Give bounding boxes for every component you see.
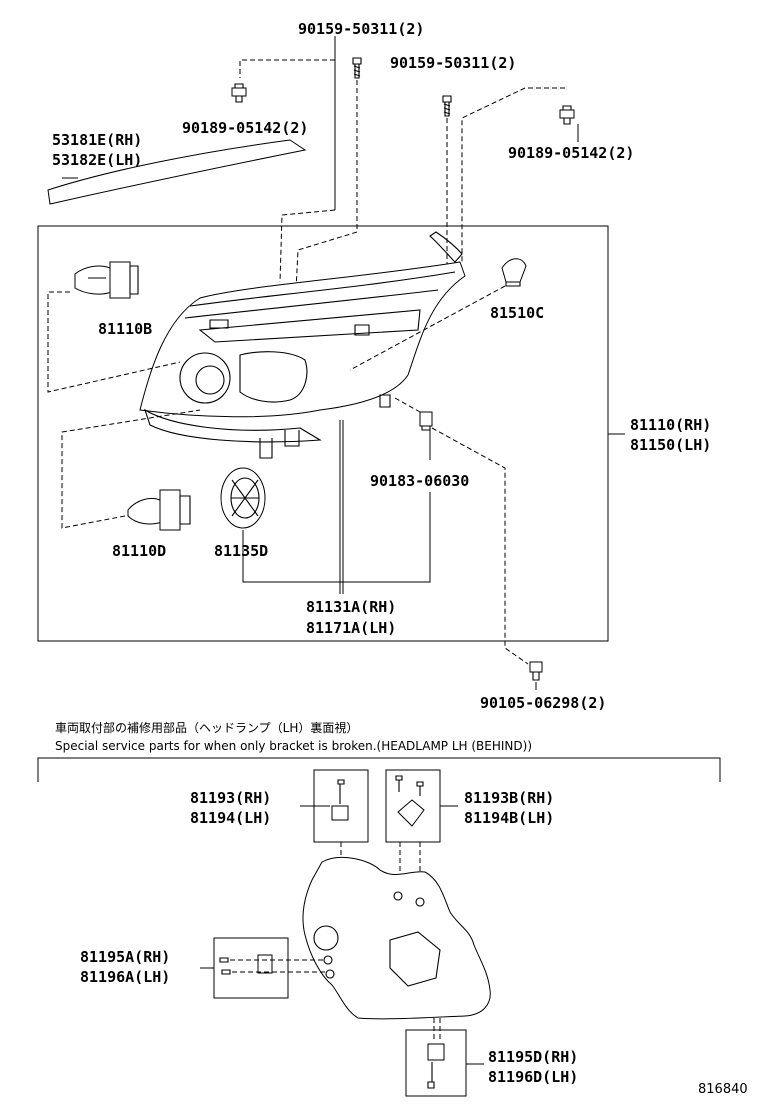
- label-garnish-lh: 53182E(LH): [52, 151, 142, 169]
- dash-bolt-bottom: [431, 427, 529, 665]
- label-bulb-d: 81110D: [112, 542, 166, 560]
- label-headlamp-lh: 81150(LH): [630, 436, 711, 454]
- label-bracket-b-rh: 81193B(RH): [464, 789, 554, 807]
- label-bracket-a-rh: 81193(RH): [190, 789, 271, 807]
- leader-cap: [242, 530, 340, 583]
- bulb-b-part: [74, 261, 139, 299]
- label-screw-mid: 90183-06030: [370, 472, 469, 490]
- label-bracket-a-lh: 81194(LH): [190, 809, 271, 827]
- bracket-d-part: [427, 1043, 445, 1089]
- label-bolt-bottom: 90105-06298(2): [480, 694, 606, 712]
- label-nut-right: 90189-05142(2): [508, 144, 634, 162]
- note-japanese: 車両取付部の補修用部品（ヘッドランプ（LH）裏面視）: [55, 720, 358, 735]
- label-bolt-top-center: 90159-50311(2): [298, 20, 424, 38]
- box-bracket-d: [405, 1029, 467, 1097]
- dash-bracket-c: [230, 959, 326, 973]
- dash-bracket-d: [433, 1018, 441, 1040]
- bolt-top-center: [352, 57, 362, 79]
- label-bulb-c: 81510C: [490, 304, 544, 322]
- label-bracket-b-lh: 81194B(LH): [464, 809, 554, 827]
- note-english: Special service parts for when only brac…: [55, 739, 532, 753]
- bracket-a-part: [331, 779, 349, 821]
- label-bracket-d-rh: 81195D(RH): [488, 1048, 578, 1066]
- lower-section-bracket: [37, 757, 721, 782]
- diagram-reference-number: 816840: [698, 1082, 748, 1097]
- label-garnish-rh: 53181E(RH): [52, 131, 142, 149]
- nut-left: [231, 83, 247, 103]
- screw-mid-part: [419, 411, 433, 431]
- label-unit-rh: 81131A(RH): [306, 598, 396, 616]
- bolt-top-right: [442, 95, 452, 117]
- leader-screw-bottom: [340, 492, 431, 583]
- dash-bolt-center: [295, 80, 358, 291]
- label-headlamp-rh: 81110(RH): [630, 416, 711, 434]
- label-bracket-d-lh: 81196D(LH): [488, 1068, 578, 1086]
- bolt-bottom-part: [529, 661, 543, 681]
- headlamp-back-part: [302, 856, 491, 1020]
- label-bracket-c-rh: 81195A(RH): [80, 948, 170, 966]
- dash-bulb-d: [61, 409, 201, 529]
- dash-nut-right: [461, 87, 565, 262]
- dash-bulb-c: [349, 285, 506, 371]
- label-unit-lh: 81171A(LH): [306, 619, 396, 637]
- dash-nut-left-lamp: [279, 209, 336, 283]
- box-bracket-c: [213, 937, 289, 999]
- nut-right: [559, 105, 575, 125]
- label-bolt-top-right: 90159-50311(2): [390, 54, 516, 72]
- dash-nut-left: [239, 59, 335, 78]
- label-cap: 81135D: [214, 542, 268, 560]
- bracket-c-part: [219, 954, 273, 975]
- label-bracket-c-lh: 81196A(LH): [80, 968, 170, 986]
- garnish-part: [47, 139, 307, 205]
- label-nut-left: 90189-05142(2): [182, 119, 308, 137]
- bulb-c-part: [501, 258, 527, 287]
- bulb-d-part: [127, 489, 191, 531]
- dash-bulb-b: [47, 291, 181, 393]
- dash-screw-mid: [394, 397, 421, 413]
- headlamp-assembly: [139, 231, 466, 459]
- cap-part: [220, 467, 266, 529]
- label-bulb-b: 81110B: [98, 320, 152, 338]
- bracket-b-part: [395, 775, 425, 827]
